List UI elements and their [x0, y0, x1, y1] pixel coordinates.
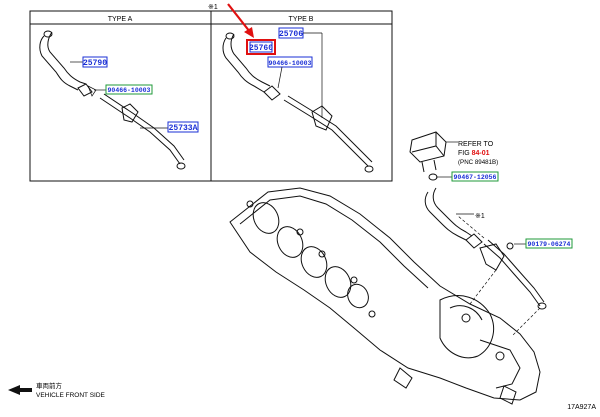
highlight-arrow [227, 3, 254, 38]
front-arrow-icon [8, 385, 32, 395]
vehicle-front-indicator: 車両前方 VEHICLE FRONT SIDE [8, 381, 106, 399]
inset-panel: ※1 TYPE A TYPE B [29, 4, 393, 182]
svg-text:(PNC 89481B): (PNC 89481B) [458, 159, 498, 166]
refer-to-note[interactable]: REFER TO FIG 84-01 (PNC 89481B) [446, 141, 498, 166]
main-note-mark: ※1 [456, 213, 485, 220]
svg-text:VEHICLE FRONT SIDE: VEHICLE FRONT SIDE [36, 392, 106, 399]
part-label-main-bolt2[interactable]: 90179-06274 [514, 238, 573, 249]
svg-text:FIG 84-01: FIG 84-01 [458, 150, 490, 157]
exhaust-manifold-drawing [229, 187, 541, 405]
part-label-a-bolt[interactable]: 90466-10003 [94, 84, 153, 95]
panel-note-mark: ※1 [208, 4, 218, 11]
svg-text:25760: 25760 [249, 44, 273, 53]
air-fuel-sensor-drawing [409, 131, 447, 173]
type-a-heading: TYPE A [108, 16, 133, 23]
svg-text:90466-10003: 90466-10003 [269, 60, 312, 67]
type-b-heading: TYPE B [289, 16, 314, 23]
svg-text:※1: ※1 [475, 213, 485, 220]
part-label-b-highlight[interactable]: 25760 [246, 39, 276, 55]
svg-text:90179-06274: 90179-06274 [528, 241, 571, 248]
part-label-a-hose[interactable]: 25790 [70, 56, 108, 68]
part-label-b-sensor-hose[interactable]: 25706 [278, 27, 323, 118]
svg-text:90467-12056: 90467-12056 [454, 174, 497, 181]
svg-text:90466-10003: 90466-10003 [108, 87, 151, 94]
svg-text:25706: 25706 [279, 30, 303, 39]
type-b-hose-drawing [222, 32, 281, 101]
svg-text:25733A: 25733A [169, 124, 198, 133]
type-b-pipe-drawing [283, 95, 374, 173]
dashed-leader-lines [457, 215, 541, 337]
part-label-b-bolt[interactable]: 90466-10003 [267, 56, 313, 89]
illustration-code: 17A927A [567, 404, 596, 411]
part-label-main-bolt1[interactable]: 90467-12056 [436, 171, 499, 182]
type-a-hose-drawing [39, 30, 93, 97]
svg-text:REFER TO: REFER TO [458, 141, 494, 148]
main-hose-drawing [424, 173, 483, 249]
svg-text:25790: 25790 [83, 59, 107, 68]
main-pipe-drawing [479, 239, 547, 310]
svg-text:車両前方: 車両前方 [36, 381, 63, 390]
part-label-a-pipe[interactable]: 25733A [140, 121, 199, 133]
